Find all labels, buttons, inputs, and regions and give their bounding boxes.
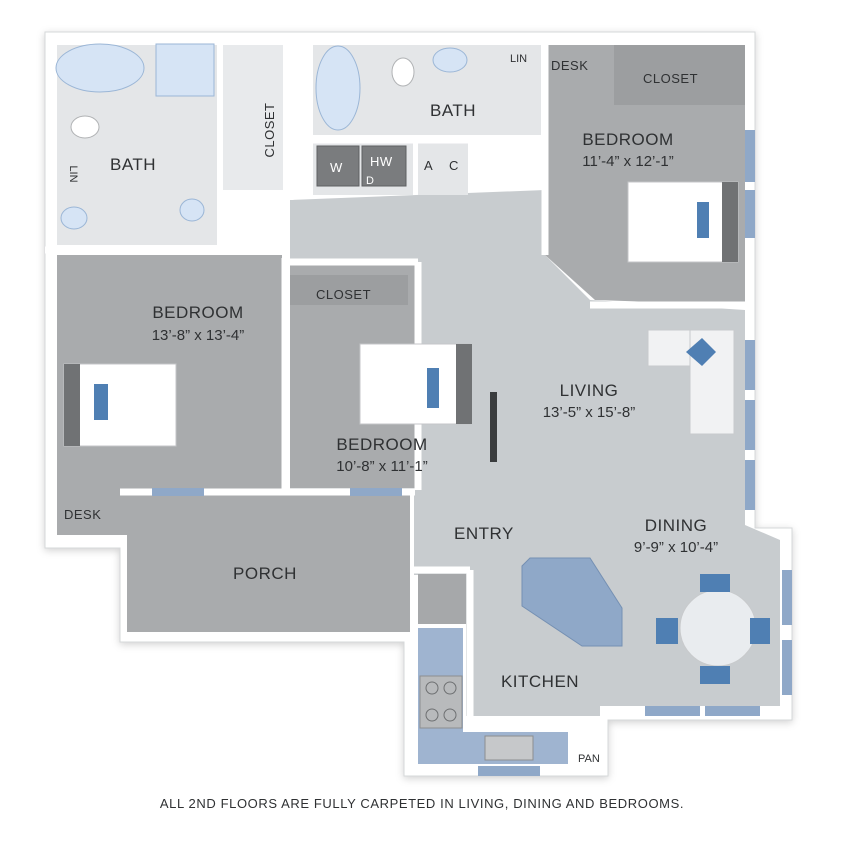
shower-icon (155, 43, 215, 97)
bedroom-right-dims: 11’-4” x 12’-1” (582, 153, 673, 170)
bedroom-middle-label: BEDROOM (336, 435, 427, 454)
kitchen-label: KITCHEN (501, 672, 579, 691)
bed-left (63, 363, 177, 447)
water-heater-label: HW (370, 154, 393, 169)
bedroom-left-dims: 13’-8” x 13’-4” (152, 327, 245, 344)
ac-c-label: C (449, 158, 459, 173)
dining-dims: 9’-9” x 10’-4” (634, 539, 718, 556)
windows (152, 130, 792, 776)
closet-bedroom-right-label: CLOSET (643, 71, 698, 86)
bath-left-label: BATH (110, 155, 156, 174)
ac-a-label: A (424, 158, 433, 173)
toilet-right-icon (391, 57, 415, 87)
footnote: ALL 2ND FLOORS ARE FULLY CARPETED IN LIV… (159, 796, 685, 811)
closet-middle-floor (290, 275, 408, 305)
closet-right-floor (614, 45, 745, 105)
desk-left-label: DESK (64, 507, 101, 522)
sink-right-icon (432, 47, 468, 73)
fridge (418, 574, 466, 624)
lin-right-label: LIN (510, 53, 527, 65)
closet-middle-label: CLOSET (316, 287, 371, 302)
desk-right-label: DESK (551, 58, 588, 73)
dining-table (656, 574, 770, 684)
washer-box (316, 145, 360, 187)
sink-left-1-icon (60, 206, 88, 230)
stove (419, 675, 463, 729)
sofa (647, 329, 735, 435)
dining-label: DINING (645, 516, 708, 535)
closet-bath-floor (223, 45, 283, 190)
porch-label: PORCH (233, 564, 297, 583)
bath-right-label: BATH (430, 101, 476, 120)
bed-middle (359, 343, 472, 425)
pantry-label: PAN (578, 753, 600, 765)
bedroom-left-label: BEDROOM (152, 303, 243, 322)
sink (484, 735, 534, 761)
kitchen-island (521, 557, 623, 647)
ac-closet-floor (418, 140, 468, 195)
closet-bath-label: CLOSET (262, 102, 277, 157)
dryer-label: D (366, 175, 374, 187)
sink-left-2-icon (179, 198, 205, 222)
living-dims: 13’-5” x 15’-8” (543, 404, 636, 421)
bed-right (627, 181, 739, 263)
tv (490, 392, 497, 462)
porch-floor (127, 495, 410, 632)
living-label: LIVING (560, 381, 619, 400)
toilet-left-icon (70, 115, 100, 139)
bedroom-middle-dims: 10’-8” x 11’-1” (336, 458, 427, 475)
washer-label: W (330, 160, 343, 175)
lin-left-label: LIN (67, 165, 79, 182)
bathtub-right-icon (315, 45, 361, 131)
bedroom-right-label: BEDROOM (582, 130, 673, 149)
bathtub-left-icon (55, 43, 145, 93)
entry-label: ENTRY (454, 524, 514, 543)
water-heater-box (361, 145, 407, 187)
